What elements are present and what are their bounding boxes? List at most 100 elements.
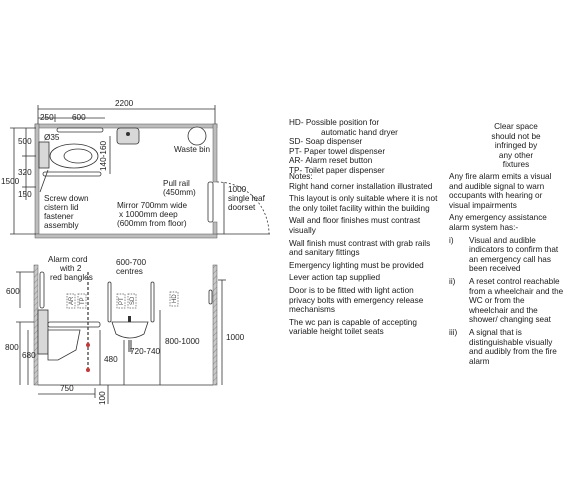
elevation-view: Alarm cord with 2 red bangles 600-700 ce… — [5, 255, 245, 405]
plan-grab-rail — [56, 127, 104, 133]
mirror-label-3: (600mm from floor) — [117, 219, 187, 228]
elev-wall-left — [33, 264, 39, 386]
alarm-lead: Any emergency assistance alarm system ha… — [449, 213, 547, 232]
pull-rail-label-2: (450mm) — [163, 188, 196, 197]
note-item: Lever action tap supplied — [289, 273, 381, 283]
plan-cistern — [38, 141, 50, 169]
grab-rail-dim: 140-160 — [99, 141, 108, 171]
alarm-list: i)Visual and audible indicators to confi… — [449, 236, 564, 367]
plan-wall-left — [34, 123, 40, 235]
centres-label-2: centres — [116, 267, 143, 276]
elev-dim-600: 600 — [6, 287, 20, 296]
dim-150: 150 — [18, 190, 32, 199]
dim-500: 500 — [18, 137, 32, 146]
plan-wall-top — [34, 123, 218, 129]
plan-fold-down-rail — [42, 171, 102, 177]
alarm-reset-mark-label: AR — [69, 296, 75, 305]
plan-wall-right-upper — [212, 123, 218, 183]
red-bangle-icon — [86, 343, 90, 347]
width-dim-label: 2200 — [115, 99, 134, 108]
waste-bin-label: Waste bin — [174, 145, 211, 154]
elev-dim-480: 480 — [104, 355, 118, 364]
wall-marks: AR TP PT SD HD — [66, 291, 179, 309]
note-item: Wall finish must contrast with grab rail… — [289, 238, 431, 258]
elev-dim-720-740: 720-740 — [130, 347, 160, 356]
list-item: iii)A signal that is distinguishable vis… — [449, 327, 557, 366]
hand-dryer-mark-label: HD — [172, 294, 178, 303]
note-item: Right hand corner installation illustrat… — [289, 181, 433, 191]
red-bangle-icon — [86, 368, 90, 372]
list-item: i)Visual and audible indicators to confi… — [449, 235, 559, 274]
list-item: ii)A reset control reachable from a whee… — [449, 276, 564, 325]
elev-dim-750: 750 — [60, 384, 74, 393]
elev-basin-pedestal — [128, 340, 132, 352]
soap-dispenser-mark — [127, 293, 137, 309]
plan-pull-rail — [207, 181, 214, 223]
plan-wall-bottom — [34, 233, 218, 239]
elev-basin — [111, 321, 149, 339]
dim-600: 600 — [72, 113, 86, 122]
dim-1500: 1500 — [1, 177, 20, 186]
elev-tap-icon — [128, 316, 131, 322]
note-item: Wall and floor finishes must contrast vi… — [289, 216, 421, 235]
alarm-reset-mark — [66, 293, 76, 309]
door-label-3: doorset — [228, 203, 256, 212]
installation-notes: Notes: Right hand corner installation il… — [289, 172, 439, 340]
mirror-label-1: Mirror 700mm wide — [117, 201, 188, 210]
cistern-label-1: Screw down — [44, 194, 89, 203]
paper-towel-mark-label: PT — [119, 297, 125, 305]
hand-dryer-mark — [169, 291, 179, 307]
centres-label-1: 600-700 — [116, 258, 146, 267]
key-item-hd: HD- Possible position for — [289, 118, 380, 127]
plan-view: 2200 250 600 Waste bin 140-160 Ø35 — [1, 99, 270, 239]
fixture-key: HD- Possible position for automatic hand… — [289, 118, 439, 175]
key-item-hd-cont: automatic hand dryer — [321, 127, 398, 137]
note-item: This layout is only suitable where it is… — [289, 194, 438, 213]
key-item-ar: AR- Alarm reset button — [289, 156, 373, 165]
elev-fold-down-rail — [47, 321, 101, 328]
notes-title: Notes: — [289, 172, 313, 181]
plan-wc-bowl — [63, 148, 93, 164]
pull-rail-label-1: Pull rail — [163, 179, 190, 188]
elev-basin-rail-left — [107, 281, 112, 323]
dia-label: Ø35 — [44, 133, 60, 142]
clear-space-note: Clear space should not be infringed by a… — [491, 122, 541, 169]
toilet-paper-mark-label: TP — [80, 297, 86, 305]
note-item: The wc pan is capable of accepting varia… — [289, 317, 417, 337]
elev-basin-rail-right — [150, 281, 155, 323]
alarm-intro: Any fire alarm emits a visual and audibl… — [449, 172, 552, 210]
mirror-label-2: x 1000mm deep — [119, 210, 178, 219]
plan-tap-icon — [126, 132, 130, 136]
note-item: Emergency lighting must be provided — [289, 260, 424, 270]
cistern-label-2: cistern lid — [44, 203, 79, 212]
soap-dispenser-mark-label: SD — [130, 296, 136, 305]
alarm-cord-label-1: Alarm cord — [48, 255, 88, 264]
elev-pull-rail — [208, 289, 213, 305]
dim-250: 250 — [40, 113, 54, 122]
note-item: Door is to be fitted with light action p… — [289, 285, 424, 315]
dim-320: 320 — [18, 168, 32, 177]
elev-dim-800-1000: 800-1000 — [165, 337, 200, 346]
cistern-label-4: assembly — [44, 221, 79, 230]
elev-dim-100: 100 — [98, 391, 107, 405]
key-item-tp: TP- Toilet paper dispenser — [289, 165, 385, 175]
paper-towel-mark — [116, 293, 126, 309]
key-item-sd: SD- Soap dispenser — [289, 137, 363, 146]
waste-bin-icon — [187, 126, 207, 146]
cistern-label-3: fastener — [44, 212, 74, 221]
plan-wall-right-lower — [212, 221, 218, 235]
door-swing-arc — [216, 181, 270, 235]
door-label-1: 1000 — [228, 185, 247, 194]
toilet-paper-mark — [77, 293, 87, 309]
key-item-pt: PT- Paper towel dispenser — [289, 146, 386, 156]
elev-wc-pan — [47, 329, 81, 361]
elev-cistern — [37, 309, 49, 355]
alarm-notes: Any fire alarm emits a visual and audibl… — [449, 172, 564, 369]
elev-dim-680: 680 — [22, 351, 36, 360]
door-label-2: single leaf — [228, 194, 266, 203]
elev-vertical-rail — [39, 271, 45, 309]
elev-dim-1000: 1000 — [226, 333, 245, 342]
alarm-cord-label-2: with 2 — [59, 264, 82, 273]
elev-dim-800: 800 — [5, 343, 19, 352]
